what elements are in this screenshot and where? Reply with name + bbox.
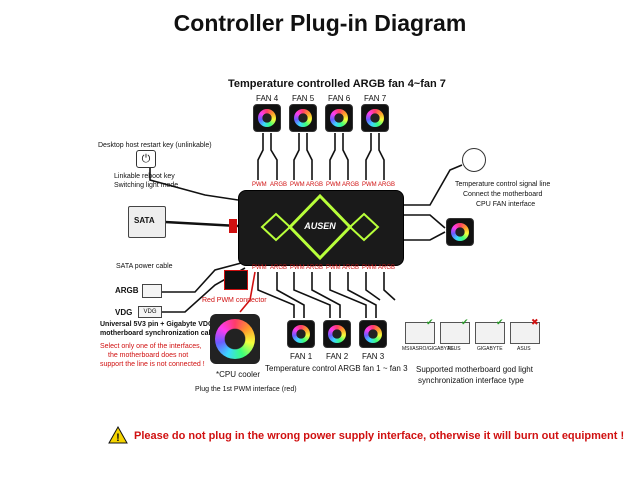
select-note-3: support the line is not connected ! — [100, 361, 205, 368]
port-argb-7: ARGB — [378, 182, 396, 188]
port-pwm-3: PWM — [326, 265, 341, 271]
type-3-connector-icon — [475, 322, 505, 344]
fan-4-icon — [253, 104, 281, 132]
red-pwm-connector-icon — [224, 270, 248, 290]
reboot-key-label: Linkable reboot key — [114, 173, 175, 180]
type-3-label: GIGABYTE — [477, 346, 503, 352]
cpu-fan-icon — [446, 218, 474, 246]
sata-connector-text: SATA — [134, 216, 155, 225]
fan-4-label: FAN 4 — [256, 94, 279, 103]
port-pwm-4: PWM — [252, 182, 267, 188]
plug-first-label: Plug the 1st PWM interface (red) — [195, 386, 297, 393]
type-1-connector-icon — [405, 322, 435, 344]
port-pwm-7: PWM — [362, 182, 377, 188]
cpu-fan-header-icon — [462, 148, 486, 172]
supported-label-2: synchronization interface type — [418, 376, 524, 385]
type-4-connector-icon — [510, 322, 540, 344]
red-pwm-label: Red PWM connector — [202, 297, 267, 304]
type-4-label: ASUS — [517, 346, 531, 352]
fan-2-label: FAN 2 — [326, 352, 349, 361]
fan-6-icon — [325, 104, 353, 132]
sata-cable-label: SATA power cable — [116, 263, 173, 270]
top-fans-label: Temperature controlled ARGB fan 4~fan 7 — [228, 78, 446, 90]
port-argb-x: ARGB — [378, 265, 396, 271]
switch-light-label: Switching light mode — [114, 182, 179, 189]
sata-connector-icon — [128, 206, 166, 238]
signal-label-3: CPU FAN interface — [476, 201, 536, 208]
port-pwm-6: PWM — [326, 182, 341, 188]
signal-label-2: Connect the motherboard — [463, 191, 543, 198]
port-pwm-5: PWM — [290, 182, 305, 188]
type-1-label: MSI/ASRO/GIGABYTE — [402, 346, 454, 352]
select-note-1: Select only one of the interfaces, — [100, 343, 202, 350]
port-argb-6: ARGB — [342, 182, 360, 188]
port-argb-5: ARGB — [306, 182, 324, 188]
check-icon-3: ✔ — [496, 317, 504, 327]
port-argb-2: ARGB — [306, 265, 324, 271]
power-button-icon: ⏻ — [136, 150, 156, 168]
supported-label-1: Supported motherboard god light — [416, 365, 533, 374]
argb-label: ARGB — [115, 286, 139, 295]
vdg-label: VDG — [115, 308, 133, 317]
port-pwm-x: PWM — [362, 265, 377, 271]
svg-text:!: ! — [116, 432, 120, 444]
port-argb-1: ARGB — [270, 265, 288, 271]
type-2-connector-icon — [440, 322, 470, 344]
hub-logo: AUSEN — [304, 221, 336, 231]
check-icon-2: ✔ — [461, 317, 469, 327]
cpu-cooler-label: *CPU cooler — [216, 370, 261, 379]
port-pwm-2: PWM — [290, 265, 305, 271]
warning-text: Please do not plug in the wrong power su… — [134, 430, 625, 442]
check-icon-1: ✔ — [426, 317, 434, 327]
universal-label-2: motherboard synchronization cable — [100, 330, 219, 337]
port-argb-3: ARGB — [342, 265, 360, 271]
port-pwm-1: PWM — [252, 265, 267, 271]
type-2-label: ASUS — [447, 346, 461, 352]
restart-key-label: Desktop host restart key (unlinkable) — [98, 142, 212, 149]
select-note-2: the motherboard does not — [108, 352, 189, 359]
fan-5-label: FAN 5 — [292, 94, 315, 103]
signal-label-1: Temperature control signal line — [455, 181, 551, 188]
universal-label-1: Universal 5V3 pin + Gigabyte VDG — [100, 321, 214, 328]
fan-7-icon — [361, 104, 389, 132]
fan-1-label: FAN 1 — [290, 352, 313, 361]
port-argb-4: ARGB — [270, 182, 288, 188]
hub-glow-shape — [260, 193, 380, 261]
fan-7-label: FAN 7 — [364, 94, 387, 103]
cpu-cooler-fan-icon — [215, 319, 255, 359]
fan-2-icon — [323, 320, 351, 348]
vdg-plug-icon: VDG — [138, 306, 162, 318]
argb-plug-icon — [142, 284, 162, 298]
fan-3-label: FAN 3 — [362, 352, 385, 361]
cross-icon-4: ✖ — [531, 317, 539, 327]
fan-5-icon — [289, 104, 317, 132]
bottom-fans-label: Temperature control ARGB fan 1 ~ fan 3 — [265, 364, 408, 373]
diagram-title: Controller Plug-in Diagram — [173, 10, 467, 36]
fan-1-icon — [287, 320, 315, 348]
fan-6-label: FAN 6 — [328, 94, 351, 103]
sata-port — [229, 219, 237, 233]
warning-triangle-icon: ! — [108, 426, 128, 444]
fan-3-icon — [359, 320, 387, 348]
